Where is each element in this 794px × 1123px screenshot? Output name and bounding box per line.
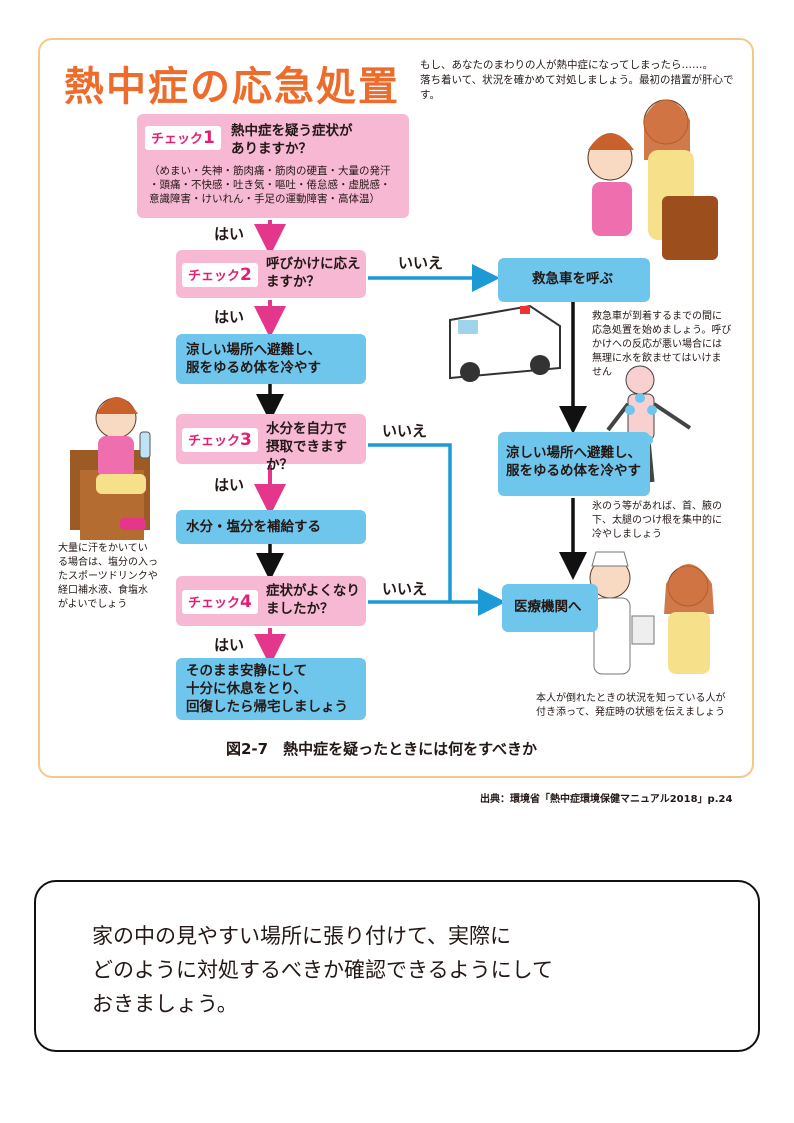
no-label-4: いいえ <box>382 580 428 598</box>
cool-action-left: 涼しい場所へ避難し、服をゆるめ体を冷やす <box>176 334 366 384</box>
rest-action: そのまま安静にして十分に休息をとり、回復したら帰宅しましょう <box>176 658 366 720</box>
check1-symptoms: （めまい・失神・筋肉痛・筋肉の硬直・大量の発汗・頭痛・不快感・吐き気・嘔吐・倦怠… <box>149 165 391 205</box>
yes-label-3: はい <box>214 476 245 494</box>
check3-box: チェック3 水分を自力で摂取できますか？ <box>176 414 366 473</box>
no-arrows <box>368 264 506 616</box>
check4-question: 症状がよくなりましたか？ <box>266 583 360 617</box>
companion-note: 本人が倒れたときの状況を知っている人が付き添って、発症時の状態を伝えましょう <box>536 693 726 718</box>
message-line-1: 家の中の見やすい場所に張り付けて、実際に <box>92 924 511 948</box>
flow-black-arrows <box>256 302 587 581</box>
message-line-3: おきましょう。 <box>92 992 238 1016</box>
fluids-action: 水分・塩分を補給する <box>176 510 366 544</box>
check4-badge: チェック4 <box>182 590 258 614</box>
no-label-2: いいえ <box>398 254 444 272</box>
figure-title: 熱中症の応急処置 <box>64 64 400 110</box>
check1-box: チェック1 熱中症を疑う症状がありますか？ （めまい・失神・筋肉痛・筋肉の硬直・… <box>137 114 409 218</box>
no-label-3: いいえ <box>382 422 428 440</box>
girl-drinking-illustration <box>70 397 151 540</box>
line-check3-no <box>368 443 452 602</box>
check2-question: 呼びかけに応えますか？ <box>266 256 361 290</box>
message-line-2: どのように対処するべきか確認できるようにして <box>92 958 553 982</box>
check1-question: 熱中症を疑う症状がありますか？ <box>231 123 353 157</box>
sweat-note: 大量に汗をかいている場合は、塩分の入ったスポーツドリンクや経口補水液、食塩水がよ… <box>58 543 158 610</box>
check2-box: チェック2 呼びかけに応えますか？ <box>176 250 366 298</box>
nurse-and-companion-illustration <box>589 551 714 675</box>
cool-action-right: 涼しい場所へ避難し、服をゆるめ体を冷やす <box>498 432 650 496</box>
intro-text: もし、あなたのまわりの人が熱中症になってしまったら……。 落ち着いて、状況を確か… <box>420 59 734 101</box>
hospital-action: 医療機関へ <box>502 584 598 632</box>
ambulance-action: 救急車を呼ぶ <box>498 258 650 302</box>
ambulance-illustration <box>449 304 561 382</box>
ice-note: 氷のう等があれば、首、腋の下、太腿のつけ根を集中的に冷やしましょう <box>592 501 722 540</box>
yes-label-1: はい <box>214 225 245 243</box>
check3-question: 水分を自力で摂取できますか？ <box>266 421 347 473</box>
check2-badge: チェック2 <box>182 263 258 287</box>
yes-label-4: はい <box>214 636 245 654</box>
source-credit: 出典：環境省「熱中症環境保健マニュアル2018」p.24 <box>480 794 733 805</box>
check4-box: チェック4 症状がよくなりましたか？ <box>176 576 366 626</box>
check1-badge: チェック1 <box>145 126 221 150</box>
check3-badge: チェック3 <box>182 428 258 452</box>
figure-caption: 図2-7 熱中症を疑ったときには何をすべきか <box>226 740 538 758</box>
girl-with-mother-illustration <box>587 99 718 260</box>
message-box <box>34 880 760 1052</box>
yes-label-2: はい <box>214 308 245 326</box>
ambulance-note: 救急車が到着するまでの間に応急処置を始めましょう。呼びかけへの反応が悪い場合には… <box>592 311 732 378</box>
